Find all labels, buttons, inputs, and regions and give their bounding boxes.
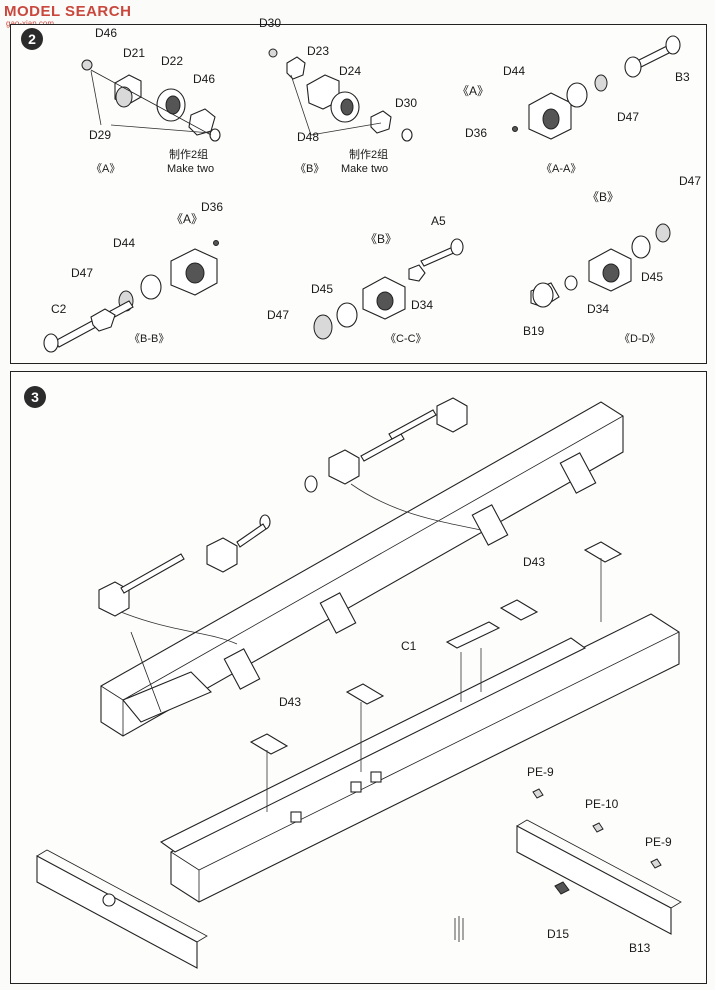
watermark-logo: MODEL SEARCH xyxy=(4,3,131,20)
label-a-ref-aa: 《A》 xyxy=(457,84,490,98)
label-d43-upper: D43 xyxy=(523,555,546,569)
label-d48: D48 xyxy=(297,130,320,144)
label-b3: B3 xyxy=(675,70,690,84)
step-3-panel: D43 C1 D43 PE-9 PE-10 PE-9 D15 B13 xyxy=(10,371,707,984)
label-d23: D23 xyxy=(307,44,330,58)
label-d30-a: D30 xyxy=(259,16,282,30)
label-d44-bb: D44 xyxy=(113,236,136,250)
label-d22: D22 xyxy=(161,54,184,68)
label-d36-bb: D36 xyxy=(201,200,224,214)
group-dd-parts xyxy=(530,223,671,308)
label-d47-bb: D47 xyxy=(71,266,94,280)
label-a-ref-bb: 《A》 xyxy=(171,212,204,226)
label-d30-b: D30 xyxy=(395,96,418,110)
arrow-mark xyxy=(454,916,464,942)
label-d45-dd: D45 xyxy=(641,270,664,284)
label-b13: B13 xyxy=(629,941,651,955)
watermark-brand: MODEL SEARCH xyxy=(4,3,132,20)
label-pe9-b: PE-9 xyxy=(645,835,672,849)
step-2-drawing xyxy=(43,35,681,353)
label-d29: D29 xyxy=(89,128,112,142)
group-a-parts xyxy=(81,59,221,142)
rear-bumper xyxy=(516,788,682,935)
label-d43-lower: D43 xyxy=(279,695,302,709)
group-b-note-cn: 制作2组 xyxy=(349,149,389,161)
group-bb-parts xyxy=(43,240,219,353)
label-d46-b: D46 xyxy=(193,72,216,86)
label-d15: D15 xyxy=(547,927,570,941)
label-d47-aa: D47 xyxy=(617,110,640,124)
upper-frame-rail xyxy=(100,401,624,737)
label-d45-cc: D45 xyxy=(311,282,334,296)
label-d21: D21 xyxy=(123,46,146,60)
upper-axles xyxy=(98,397,482,645)
group-a-note-en: Make two xyxy=(167,163,215,175)
group-b-note-en: Make two xyxy=(341,163,389,175)
label-pe10: PE-10 xyxy=(585,797,619,811)
step-2-panel: D46 D21 D22 D46 D29 《A》 制作2组 Make two D3… xyxy=(10,17,707,364)
d43-brackets xyxy=(249,541,623,812)
label-d36-aa: D36 xyxy=(465,126,488,140)
label-c1: C1 xyxy=(401,639,417,653)
label-b-ref-dd: 《B》 xyxy=(587,190,620,204)
group-aa-title: 《A-A》 xyxy=(541,163,582,175)
group-a-title: 《A》 xyxy=(91,163,121,175)
group-dd-title: 《D-D》 xyxy=(619,333,661,345)
label-d24: D24 xyxy=(339,64,362,78)
label-a5: A5 xyxy=(431,214,446,228)
step-3-badge: 3 xyxy=(24,386,46,408)
group-cc-parts xyxy=(313,238,464,340)
group-bb-title: 《B-B》 xyxy=(129,333,170,345)
label-c2: C2 xyxy=(51,302,67,316)
step-2-badge: 2 xyxy=(21,28,43,50)
group-cc-title: 《C-C》 xyxy=(385,333,427,345)
label-pe9-a: PE-9 xyxy=(527,765,554,779)
group-a-note-cn: 制作2组 xyxy=(169,149,209,161)
label-d47-cc: D47 xyxy=(267,308,290,322)
label-d34-cc: D34 xyxy=(411,298,434,312)
label-d44-aa: D44 xyxy=(503,64,526,78)
label-b-ref-cc: 《B》 xyxy=(365,232,398,246)
watermark-url: gao-xian.com xyxy=(6,20,54,28)
front-bumper xyxy=(36,849,208,969)
group-b-parts xyxy=(268,48,413,142)
label-d47-dd: D47 xyxy=(679,174,702,188)
step-3-drawing xyxy=(36,397,682,969)
group-aa-parts xyxy=(512,35,681,140)
label-d34-dd: D34 xyxy=(587,302,610,316)
label-b19: B19 xyxy=(523,324,545,338)
group-b-title: 《B》 xyxy=(295,163,325,175)
label-d46-a: D46 xyxy=(95,26,118,40)
